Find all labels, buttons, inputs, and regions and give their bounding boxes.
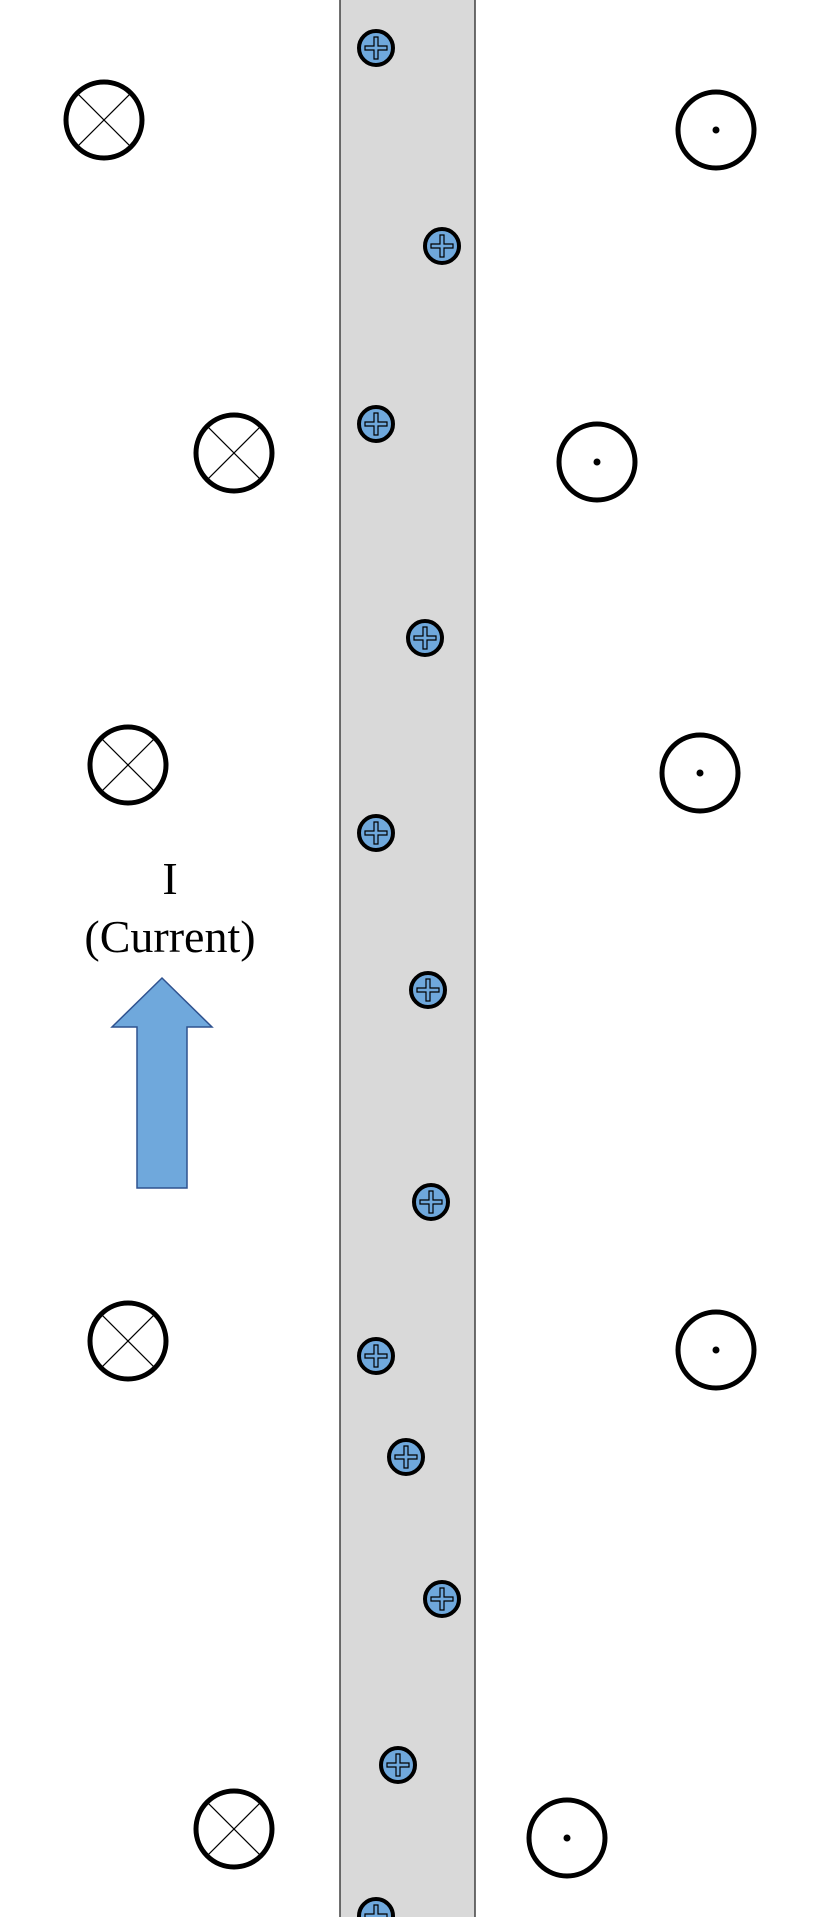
current-symbol-label: I <box>162 853 178 904</box>
current-direction-arrow-icon <box>110 976 214 1189</box>
field-into-page-icon <box>193 412 275 494</box>
positive-charge-icon <box>379 1746 417 1784</box>
positive-charge-icon <box>357 814 395 852</box>
positive-charge-icon <box>387 1438 425 1476</box>
positive-charge-icon <box>357 1897 395 1917</box>
positive-charge-icon <box>409 971 447 1009</box>
field-out-of-page-icon <box>675 89 757 171</box>
positive-charge-icon <box>357 1337 395 1375</box>
positive-charges-group <box>357 29 461 1917</box>
field-out-of-page-icon <box>556 421 638 503</box>
field-into-page-icon <box>87 1300 169 1382</box>
positive-charge-icon <box>412 1183 450 1221</box>
positive-charge-icon <box>423 1580 461 1618</box>
field-into-page-icon <box>193 1788 275 1870</box>
field-out-of-page-icon <box>659 732 741 814</box>
positive-charge-icon <box>357 405 395 443</box>
field-out-of-page-icon <box>526 1797 608 1879</box>
field-into-page-icon <box>63 79 145 161</box>
positive-charge-icon <box>423 227 461 265</box>
field-out-of-page-icon <box>675 1309 757 1391</box>
current-text-label: (Current) <box>84 911 256 962</box>
out-of-page-field-symbols <box>526 89 757 1879</box>
field-into-page-icon <box>87 724 169 806</box>
positive-charge-icon <box>406 619 444 657</box>
conductor-wire <box>339 0 476 1917</box>
into-page-field-symbols <box>63 79 275 1870</box>
positive-charge-icon <box>357 29 395 67</box>
